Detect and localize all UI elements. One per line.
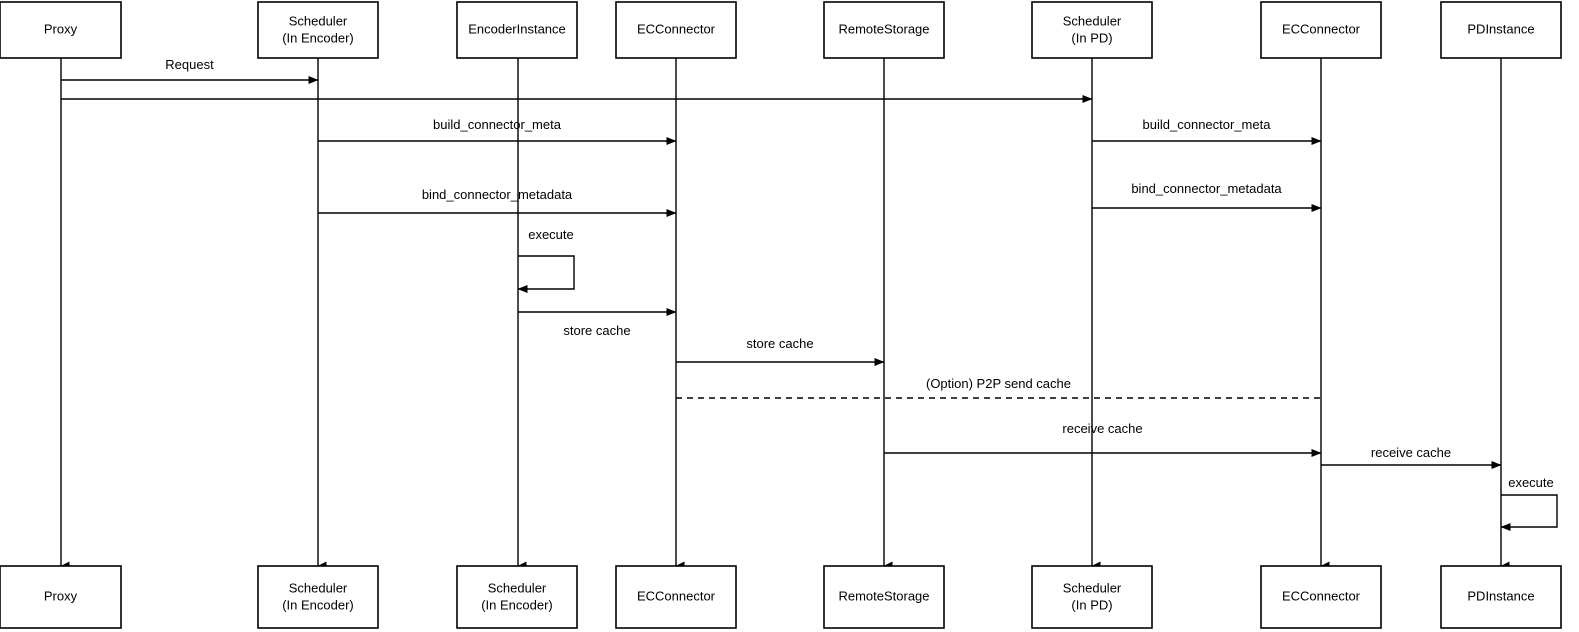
bottom-participant-box-proxy [0, 565, 122, 629]
top-participant-box-sched_pd [1031, 1, 1153, 59]
bottom-participant-box-ecconn1 [615, 565, 737, 629]
message-label-m9: (Option) P2P send cache [926, 376, 1071, 391]
bottom-participant-label-sched_pd-line2: (In PD) [1071, 597, 1112, 612]
bottom-participant-box-pdinstance [1440, 565, 1562, 629]
top-participant-box-ecconn2 [1260, 1, 1382, 59]
top-participant-boxes: Proxy Scheduler (In Encoder) EncoderInstanc… [0, 1, 1562, 59]
self-message-loop-s2 [1500, 494, 1558, 531]
message-label-m8: store cache [746, 336, 813, 351]
message-label-m6: bind_connector_metadata [1131, 181, 1282, 196]
top-participant-label-sched_pd-line2: (In PD) [1071, 30, 1112, 45]
bottom-participant-label-encoder_inst-line2: (In Encoder) [481, 597, 553, 612]
messages-group: Request build_connector_meta build_connect… [61, 57, 1502, 469]
self-message-loop-s1 [517, 255, 575, 293]
message-label-m10: receive cache [1062, 421, 1142, 436]
top-participant-label-ecconn1: ECConnector [637, 21, 716, 36]
bottom-participant-label-proxy: Proxy [44, 588, 78, 603]
self-message-label-s1: execute [528, 227, 574, 242]
bottom-participant-boxes: Proxy Scheduler (In Encoder) Scheduler (In E… [0, 565, 1562, 629]
self-messages-group: execute execute [517, 227, 1558, 531]
message-label-m1: Request [165, 57, 214, 72]
bottom-participant-label-ecconn1: ECConnector [637, 588, 716, 603]
bottom-participant-label-sched_pd-line1: Scheduler [1063, 580, 1122, 595]
bottom-participant-box-sched_pd [1031, 565, 1153, 629]
bottom-participant-label-remote: RemoteStorage [838, 588, 929, 603]
bottom-participant-label-pdinstance: PDInstance [1467, 588, 1534, 603]
top-participant-label-sched_pd-line1: Scheduler [1063, 13, 1122, 28]
top-participant-label-ecconn2: ECConnector [1282, 21, 1361, 36]
message-label-m7: store cache [563, 323, 630, 338]
top-participant-label-pdinstance: PDInstance [1467, 21, 1534, 36]
self-message-label-s2: execute [1508, 475, 1554, 490]
top-participant-box-ecconn1 [615, 1, 737, 59]
bottom-participant-label-sched_enc-line2: (In Encoder) [282, 597, 354, 612]
top-participant-label-encoder_inst: EncoderInstance [468, 21, 566, 36]
bottom-participant-box-ecconn2 [1260, 565, 1382, 629]
message-label-m3: build_connector_meta [433, 117, 562, 132]
top-participant-box-sched_enc [257, 1, 379, 59]
top-participant-box-pdinstance [1440, 1, 1562, 59]
top-participant-box-proxy [0, 1, 122, 59]
top-participant-label-sched_enc-line2: (In Encoder) [282, 30, 354, 45]
bottom-participant-label-ecconn2: ECConnector [1282, 588, 1361, 603]
top-participant-label-sched_enc-line1: Scheduler [289, 13, 348, 28]
top-participant-label-remote: RemoteStorage [838, 21, 929, 36]
message-label-m5: bind_connector_metadata [422, 187, 573, 202]
bottom-participant-label-sched_enc-line1: Scheduler [289, 580, 348, 595]
top-participant-box-encoder_inst [456, 1, 578, 59]
bottom-participant-box-encoder_inst [456, 565, 578, 629]
bottom-participant-box-remote [823, 565, 945, 629]
message-label-m4: build_connector_meta [1143, 117, 1272, 132]
lifelines-group [60, 58, 1510, 571]
top-participant-label-proxy: Proxy [44, 21, 78, 36]
top-participant-box-remote [823, 1, 945, 59]
message-label-m11: receive cache [1371, 445, 1451, 460]
bottom-participant-box-sched_enc [257, 565, 379, 629]
bottom-participant-label-encoder_inst-line1: Scheduler [488, 580, 547, 595]
